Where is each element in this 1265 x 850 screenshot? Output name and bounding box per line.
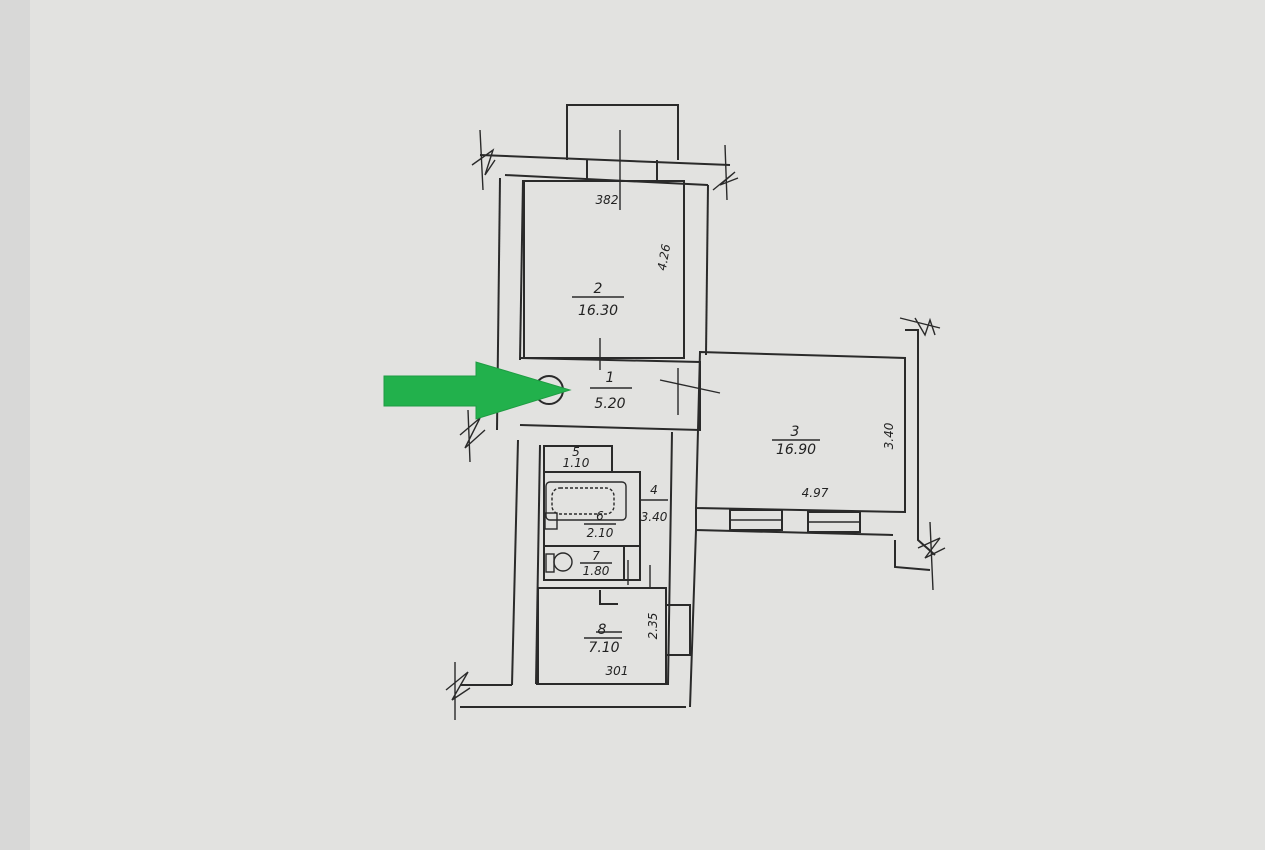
room-5-number: 5 (572, 445, 580, 459)
room-2 (523, 180, 685, 359)
room-6-area: 2.10 (587, 526, 614, 540)
wall-right-upper (705, 184, 709, 356)
dimension-room2-depth: 4.26 (655, 243, 673, 272)
room-4-number: 4 (650, 483, 658, 497)
room-8-area: 7.10 (588, 640, 619, 656)
break-mark-bottom-left (445, 662, 471, 720)
dimension-room3-width: 4.97 (802, 486, 829, 500)
bathtub (545, 481, 627, 521)
room-6-number: 6 (596, 509, 604, 523)
room-3-area: 16.90 (776, 442, 816, 458)
sink (544, 512, 558, 530)
room-7 (543, 545, 625, 581)
bath-partition (599, 472, 641, 605)
balcony-top (566, 104, 679, 160)
break-mark-right-lower (917, 521, 946, 591)
room-3-walls (694, 350, 906, 514)
room-7-area: 1.80 (583, 564, 610, 578)
room-8 (537, 587, 667, 685)
break-mark-right (899, 317, 941, 337)
room-2-number: 2 (594, 281, 603, 297)
room-2-area: 16.30 (578, 303, 618, 319)
window-top (586, 160, 658, 182)
room-5-area: 1.10 (563, 456, 590, 470)
paper-shadow-left (0, 0, 30, 850)
room-1-number: 1 (606, 370, 615, 386)
outer-wall-left-lower-in (535, 444, 541, 685)
toilet-tank (545, 553, 555, 573)
break-mark-top-left (471, 129, 496, 191)
green-arrow-marker (383, 361, 572, 420)
outer-wall-bottom (460, 684, 686, 708)
room-8-number: 8 (598, 622, 607, 638)
room-1-walls (519, 357, 701, 432)
outer-wall-left-upper-in (519, 179, 524, 361)
bath-ticks (611, 445, 651, 588)
wall-right-lower (667, 431, 697, 708)
dimension-room3-depth: 3.40 (882, 422, 896, 449)
outer-wall-top (479, 154, 731, 166)
dimension-room2-width: 382 (596, 193, 619, 207)
break-mark-top-right (712, 144, 739, 201)
bathtub-inner (551, 487, 615, 515)
dimension-room8-depth: 2.35 (646, 613, 660, 640)
dimension-room8-width: 301 (606, 664, 629, 678)
door-tick-1 (599, 338, 721, 415)
room-7-number: 7 (592, 549, 600, 563)
room-4-area: 3.40 (641, 510, 668, 524)
room-1-area: 5.20 (594, 396, 625, 412)
break-mark-left-mid (459, 409, 486, 463)
room-3-number: 3 (791, 424, 800, 440)
outer-wall-left-lower (511, 439, 519, 686)
room-3-outer (894, 329, 936, 571)
